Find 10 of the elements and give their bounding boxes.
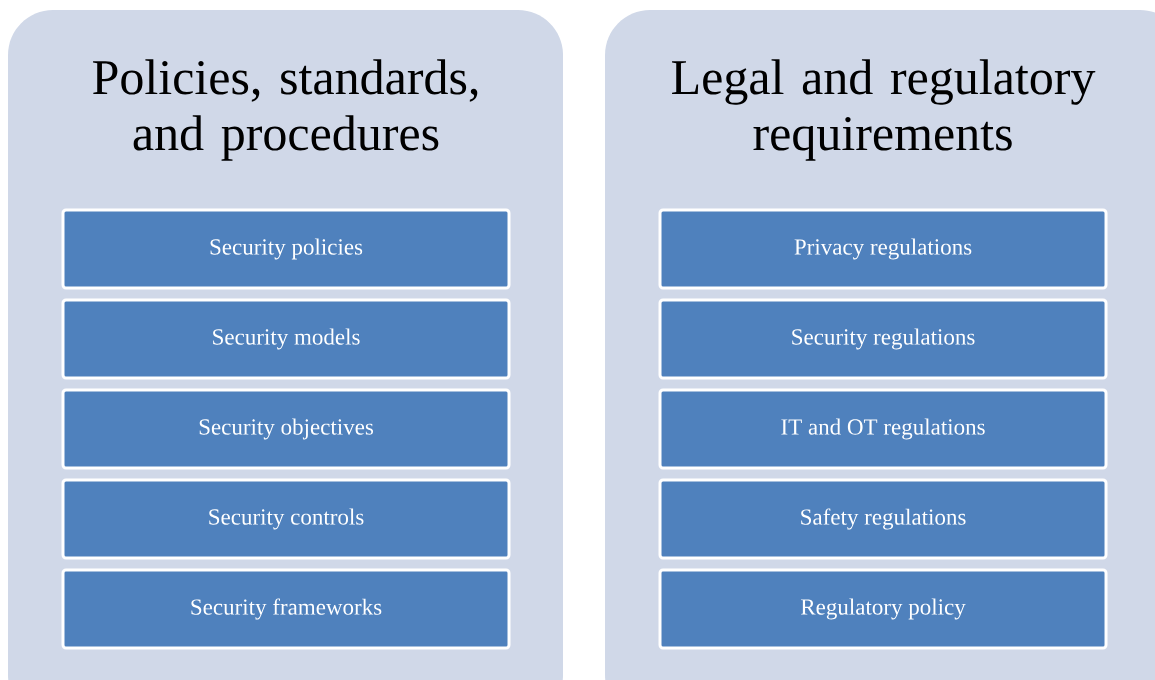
item-box: Security controls [61,478,511,560]
item-box: Regulatory policy [658,568,1108,650]
item-box: Security objectives [61,388,511,470]
item-box: Security models [61,298,511,380]
item-box: Safety regulations [658,478,1108,560]
item-box: Security regulations [658,298,1108,380]
item-box: Security policies [61,208,511,290]
item-box: Security frameworks [61,568,511,650]
item-box: Privacy regulations [658,208,1108,290]
item-box: IT and OT regulations [658,388,1108,470]
